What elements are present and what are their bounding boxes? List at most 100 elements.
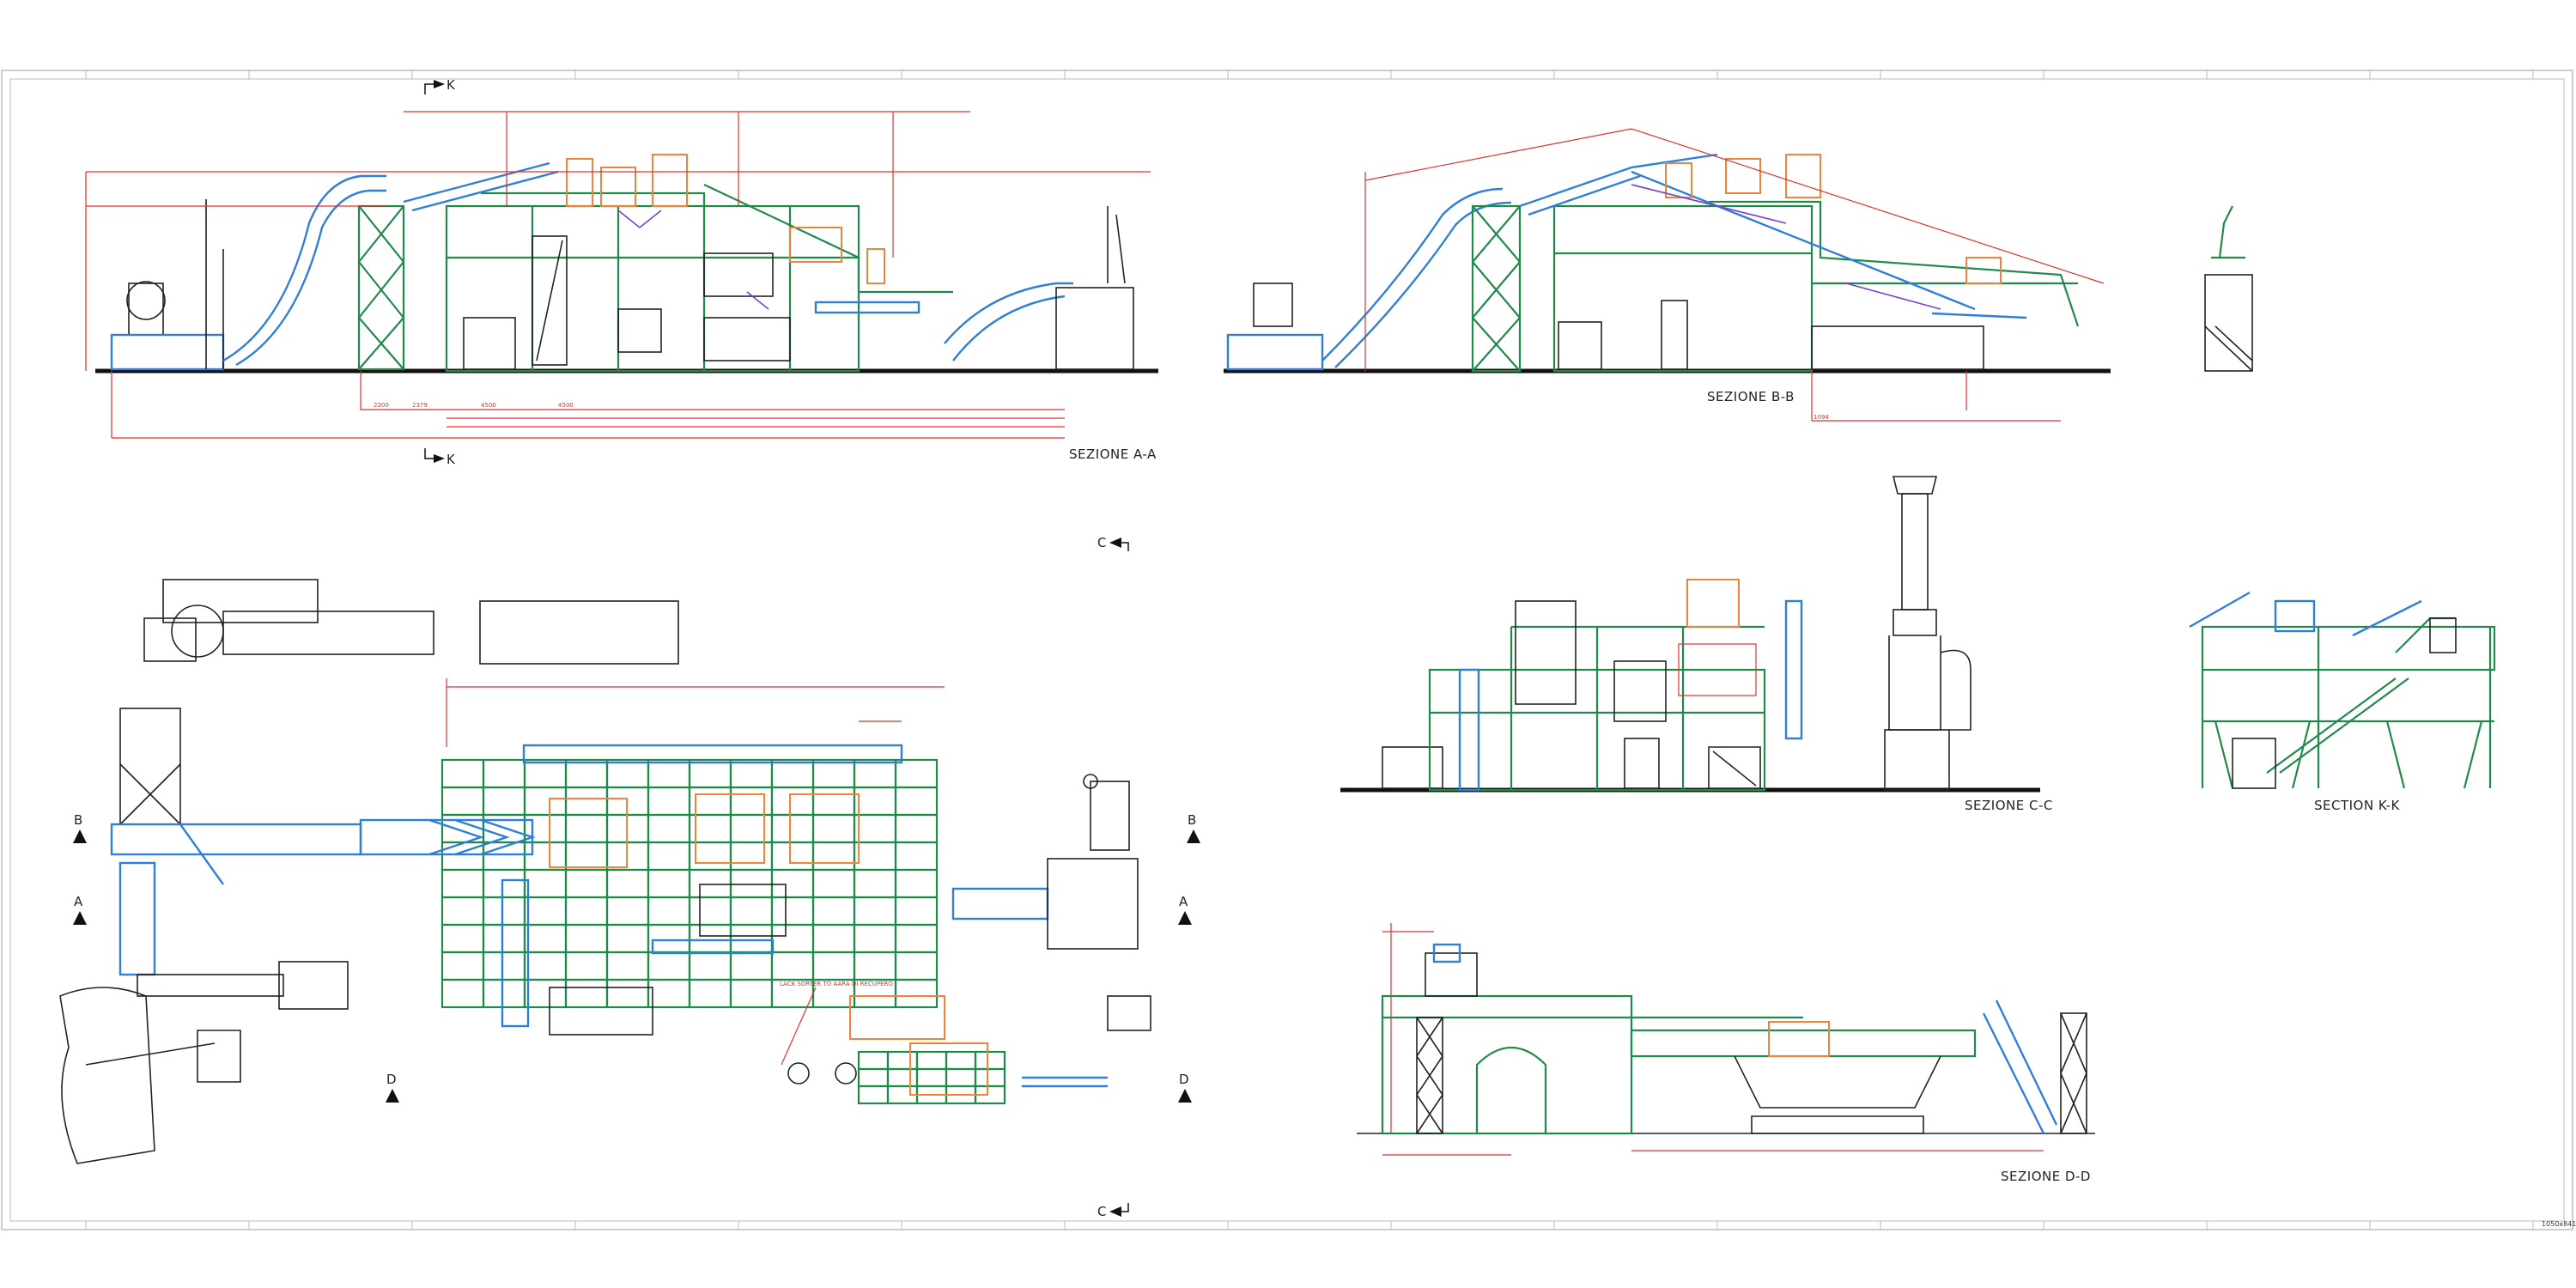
- plan-grid-cell: [857, 1084, 890, 1105]
- plan-grid-cell: [729, 758, 774, 789]
- inclined-conveyor: [222, 174, 386, 362]
- section-marker-k-bottom: K: [424, 448, 456, 467]
- section-marker-d-right: D: [1178, 1072, 1192, 1103]
- plan-grid-cell: [647, 896, 691, 927]
- plan-grid-cell: [811, 923, 856, 954]
- plan-grid-cell: [894, 813, 939, 844]
- plan-grid-cell: [853, 923, 897, 954]
- plan-grid-cell: [886, 1050, 919, 1071]
- plan-grid-cell: [729, 786, 774, 817]
- plan-grid-cell: [853, 813, 897, 844]
- plan-annotation: LACK SORTER TO AARA DI RECUPERO: [780, 981, 893, 987]
- plan-grid-cell: [647, 868, 691, 899]
- plan-grid-cell: [564, 978, 609, 1009]
- plan-grid-cell: [853, 951, 897, 981]
- plan-grid-cell: [770, 813, 815, 844]
- plan-grid-cell: [770, 923, 815, 954]
- tower-truss: [1471, 204, 1522, 373]
- svg-text:C: C: [1097, 535, 1106, 550]
- plan-grid-cell: [853, 758, 897, 789]
- plan-grid-cell: [688, 923, 732, 954]
- plan-grid-cell: [564, 896, 609, 927]
- plan-grid-cell: [894, 978, 939, 1009]
- plan-grid-cell: [894, 758, 939, 789]
- plan-grid-cell: [945, 1067, 977, 1088]
- plan-grid-cell: [811, 813, 856, 844]
- discharge-conveyor: [944, 282, 1073, 361]
- cyclone: [128, 283, 164, 336]
- stair: [532, 235, 568, 366]
- plan-grid-cell: [605, 978, 650, 1009]
- plan-grid-cell: [647, 786, 691, 817]
- plan-grid-cell: [894, 841, 939, 872]
- plan-grid-cell: [729, 951, 774, 981]
- plan-grid-cell: [811, 868, 856, 899]
- plan-equipment-orange: [549, 793, 988, 1096]
- plan-grid-cell: [440, 923, 485, 954]
- section-cc-title: SEZIONE C-C: [1965, 798, 2053, 813]
- plan-grid-cell: [853, 868, 897, 899]
- plan-grid-cell: [945, 1050, 977, 1071]
- dimension-label: 1094: [1814, 414, 1829, 421]
- sheet-size-note: 1050x841: [2542, 1220, 2576, 1228]
- plan-grid-cell: [853, 896, 897, 927]
- plan-grid-cell: [440, 786, 485, 817]
- section-aa-title: SEZIONE A-A: [1069, 447, 1157, 462]
- plan-grid-cell: [605, 896, 650, 927]
- plan-grid-cell: [770, 841, 815, 872]
- plan-grid-cell: [605, 923, 650, 954]
- plan-grid-cell: [523, 951, 568, 981]
- plan-grid-cell: [605, 758, 650, 789]
- section-dd-view: [1357, 923, 2095, 1156]
- plan-grid-cell: [440, 951, 485, 981]
- section-marker-b-left: B: [73, 812, 87, 843]
- plan-grid-cell: [523, 786, 568, 817]
- section-marker-d-left: D: [386, 1072, 399, 1103]
- sheet-frame: [1, 70, 2573, 1230]
- top-conveyor: [1519, 153, 1976, 311]
- plan-grid-cell: [811, 786, 856, 817]
- section-bb-title: SEZIONE B-B: [1707, 389, 1795, 404]
- svg-text:C: C: [1097, 1204, 1106, 1219]
- plan-grid-cell: [523, 868, 568, 899]
- svg-text:B: B: [74, 812, 82, 828]
- plan-grid-cell: [729, 978, 774, 1009]
- section-cc-view: [1340, 476, 2040, 793]
- plan-grid-cell: [440, 868, 485, 899]
- plan-grid: [440, 758, 1006, 1105]
- plan-grid-cell: [894, 896, 939, 927]
- plan-grid-cell: [482, 868, 526, 899]
- svg-text:A: A: [1179, 894, 1188, 909]
- plan-grid-cell: [564, 841, 609, 872]
- plan-grid-cell: [886, 1067, 919, 1088]
- plan-grid-cell: [853, 786, 897, 817]
- top-conveyor: [403, 161, 559, 212]
- tower-truss: [1416, 1017, 1443, 1134]
- dimension-label: 4500: [481, 402, 496, 409]
- plan-grid-cell: [894, 786, 939, 817]
- section-marker-c-top: C: [1097, 535, 1129, 551]
- section-marker-c-bottom: C: [1097, 1203, 1129, 1219]
- plan-grid-cell: [857, 1050, 890, 1071]
- plan-grid-cell: [564, 868, 609, 899]
- plan-grid-cell: [523, 923, 568, 954]
- plan-grid-cell: [770, 951, 815, 981]
- plan-conveyor-top: [522, 744, 903, 764]
- plan-grid-cell: [523, 758, 568, 789]
- section-marker-a-right: A: [1178, 894, 1192, 925]
- plan-grid-cell: [688, 951, 732, 981]
- plan-grid-cell: [523, 841, 568, 872]
- plan-grid-cell: [482, 758, 526, 789]
- plan-grid-cell: [894, 951, 939, 981]
- section-bb-view: 1094: [1224, 128, 2253, 422]
- plan-grid-cell: [811, 896, 856, 927]
- plan-grid-cell: [729, 813, 774, 844]
- section-kk-elevation: [2204, 205, 2253, 372]
- plan-grid-cell: [647, 978, 691, 1009]
- plan-grid-cell: [482, 896, 526, 927]
- chimney: [1884, 476, 1971, 791]
- plan-grid-cell: [647, 813, 691, 844]
- plan-grid-cell: [440, 896, 485, 927]
- tower-truss: [357, 204, 405, 371]
